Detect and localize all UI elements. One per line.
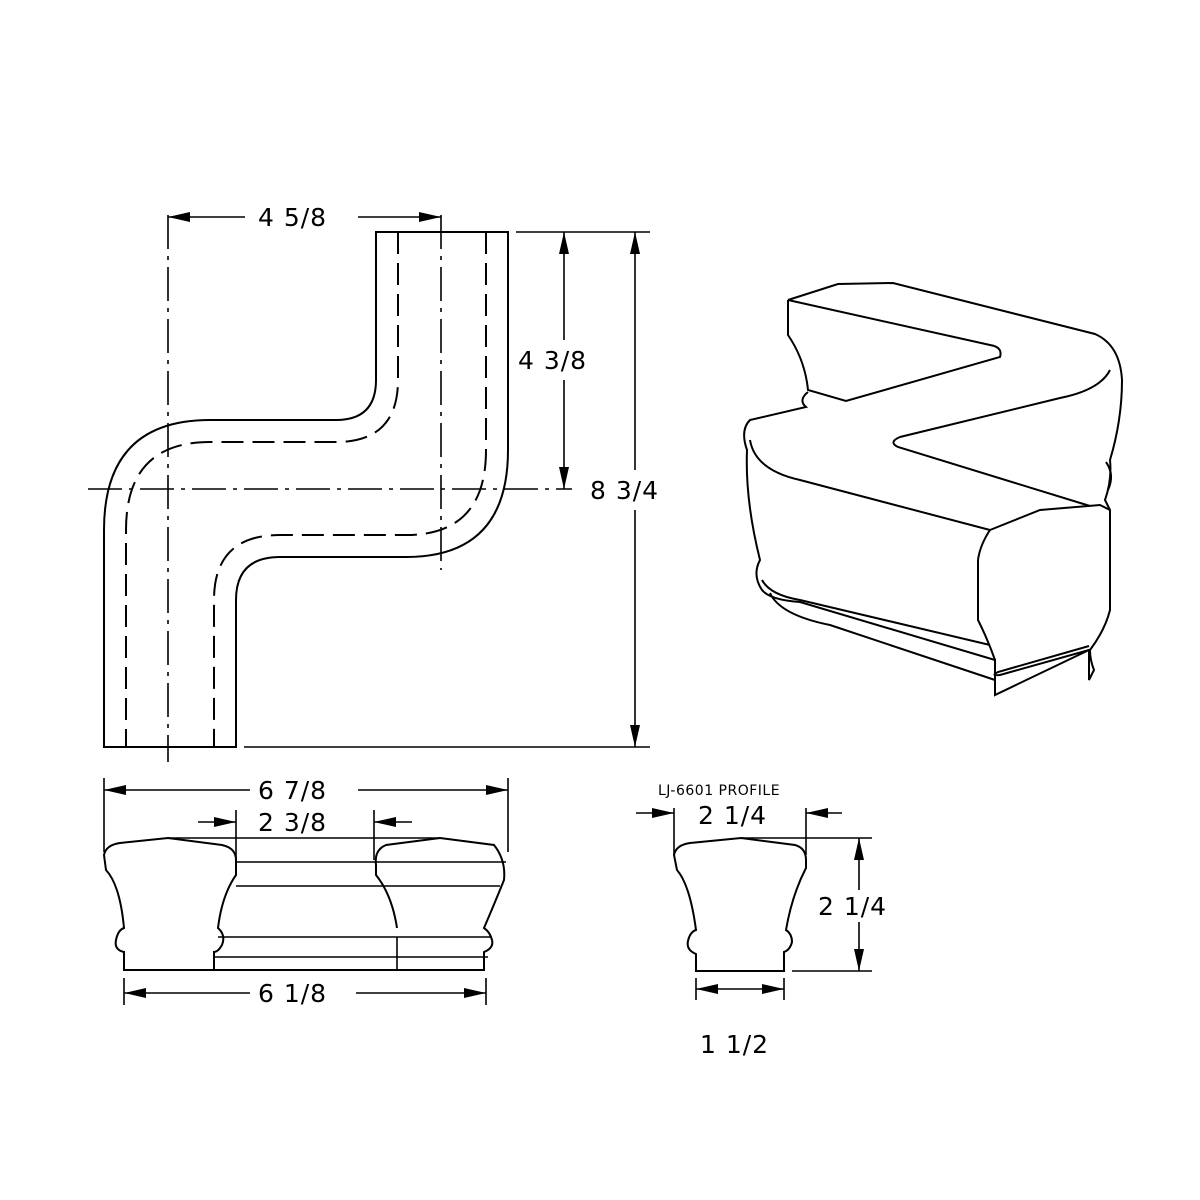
profile-title: LJ-6601 PROFILE bbox=[658, 783, 781, 799]
dim-base-width: 6 1/8 bbox=[258, 979, 328, 1008]
dim-profile-height: 2 1/4 bbox=[818, 892, 888, 921]
dim-upper-rise: 4 3/8 bbox=[518, 346, 588, 375]
dim-width-offset: 4 5/8 bbox=[258, 203, 328, 232]
dim-profile-top-width: 2 1/4 bbox=[698, 801, 768, 830]
isometric-view bbox=[743, 281, 1124, 697]
dim-overall-width: 6 7/8 bbox=[258, 776, 328, 805]
dim-overall-height: 8 3/4 bbox=[590, 476, 660, 505]
dim-gap-width: 2 3/8 bbox=[258, 808, 328, 837]
profile-view bbox=[636, 808, 872, 1000]
dim-profile-base-width: 1 1/2 bbox=[700, 1030, 770, 1059]
plan-view bbox=[88, 212, 650, 762]
elevation-view bbox=[102, 778, 509, 1005]
